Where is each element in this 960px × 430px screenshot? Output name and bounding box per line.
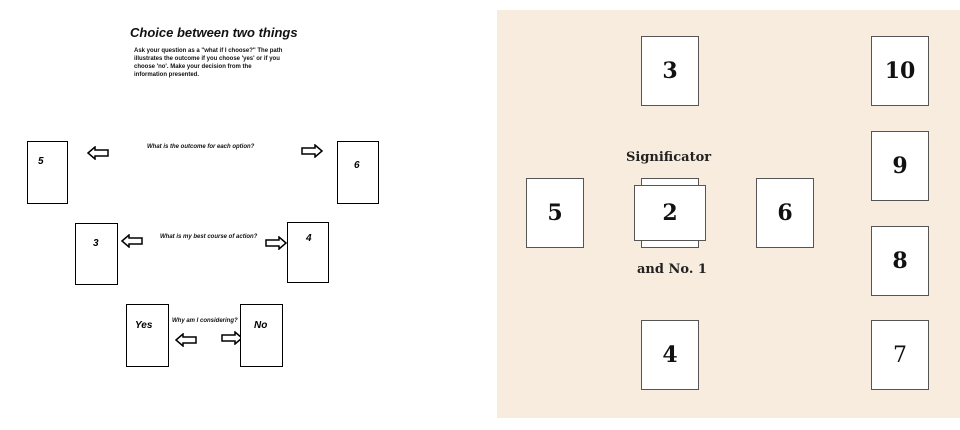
question-why: Why am I considering? [172,318,238,324]
arrow-right-icon [301,144,323,158]
question-outcome: What is the outcome for each option? [147,144,255,150]
card-yes: Yes [126,304,169,367]
card-position-10: 10 [871,36,929,106]
card-position-3: 3 [641,36,699,106]
arrow-right-icon [221,331,243,345]
card-position-8: 8 [871,226,929,296]
card-position-6: 6 [756,178,814,248]
card-position-4: 4 [287,222,329,283]
card-position-5: 5 [27,141,68,204]
arrow-left-icon [175,333,197,347]
card-position-3: 3 [75,223,118,285]
card-position-5: 5 [526,178,584,248]
card-position-4: 4 [641,320,699,390]
card-position-7: 7 [871,320,929,390]
arrow-right-icon [265,236,287,250]
card-position-9: 9 [871,131,929,201]
card-position-2: 2 [634,185,706,241]
arrow-left-icon [121,234,143,248]
significator-label: Significator [626,150,712,165]
spread-instructions: Ask your question as a "what if I choose… [134,48,283,78]
card-position-6: 6 [337,141,379,204]
and-no-1-label: and No. 1 [637,262,707,277]
left-panel: Choice between two things Ask your quest… [27,25,379,367]
card-no: No [240,304,283,367]
spread-title: Choice between two things [130,25,298,40]
arrow-left-icon [87,146,109,160]
question-best-course: What is my best course of action? [160,234,258,240]
